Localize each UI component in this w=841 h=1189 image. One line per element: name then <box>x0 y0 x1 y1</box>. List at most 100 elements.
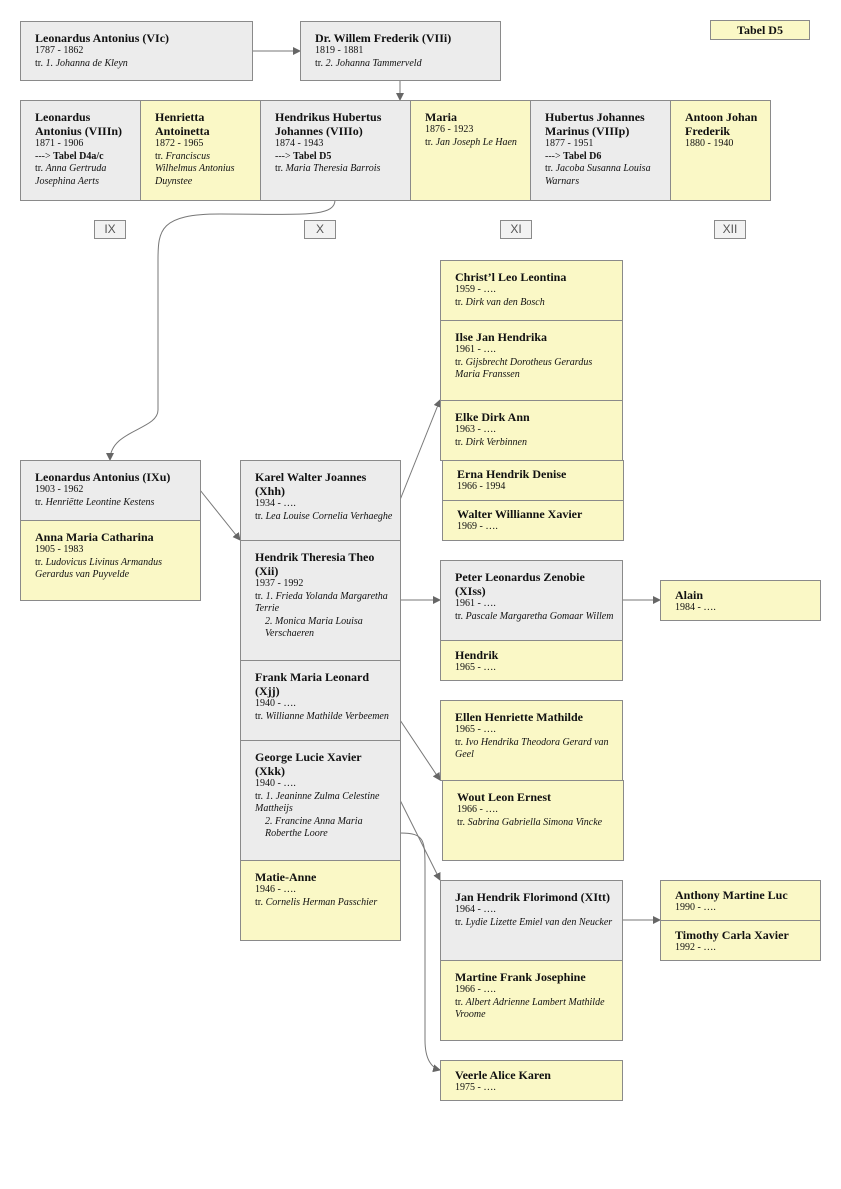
person-name: Dr. Willem Frederik (VIIi) <box>315 31 452 45</box>
spouse-name: Lea Louise Cornelia Verhaeghe <box>265 510 393 522</box>
person-name: Ellen Henriette Mathilde <box>455 710 583 724</box>
person-marriage: tr. 2. Johanna Tammerveld <box>315 57 422 69</box>
person-marriage: tr. Jan Joseph Le Haen <box>425 136 517 148</box>
person-name: Veerle Alice Karen <box>455 1068 551 1082</box>
person-box: Ellen Henriette Mathilde 1965 - …. tr. I… <box>440 700 623 781</box>
person-box: Anna Maria Catharina 1905 - 1983 tr. Lud… <box>20 520 201 601</box>
person-box: Wout Leon Ernest 1966 - …. tr. Sabrina G… <box>442 780 624 861</box>
person-name: Hubertus Johannes Marinus (VIIIp) <box>545 110 645 138</box>
connector-x3-k8 <box>399 719 441 781</box>
person-marriage: tr. Lydie Lizette Emiel van den Neucker <box>455 916 613 928</box>
person-box: Christ’l Leo Leontina 1959 - …. tr. Dirk… <box>440 260 623 321</box>
spouse-name: 1. Frieda Yolanda Margaretha Terrie <box>255 590 388 615</box>
person-name: Wout Leon Ernest <box>457 790 552 804</box>
person-box: Hendrik 1965 - …. <box>440 640 623 681</box>
spouse-name: Albert Adrienne Lambert Mathilde Vroome <box>455 996 605 1021</box>
person-box: Hubertus Johannes Marinus (VIIIp) 1877 -… <box>530 100 671 201</box>
person-marriage: tr. 1. Jeaninne Zulma Celestine Mattheij… <box>255 790 380 815</box>
person-dates: 1963 - …. <box>455 424 496 435</box>
person-box: Veerle Alice Karen 1975 - …. <box>440 1060 623 1101</box>
person-marriage: tr. Albert Adrienne Lambert Mathilde Vro… <box>455 996 605 1021</box>
person-dates: 1903 - 1962 <box>35 484 84 495</box>
person-dates: 1934 - …. <box>255 498 296 509</box>
spouse-name-second: 2. Monica Maria Louisa Verschaeren <box>265 615 363 640</box>
person-box: Elke Dirk Ann 1963 - …. tr. Dirk Verbinn… <box>440 400 623 461</box>
person-dates: 1937 - 1992 <box>255 578 304 589</box>
person-name: Hendrikus Hubertus Johannes (VIIIo) <box>275 110 382 138</box>
person-name: Antoon Johan Frederik <box>685 110 758 138</box>
spouse-name: 1. Jeaninne Zulma Celestine Mattheijs <box>255 790 380 815</box>
person-dates: 1940 - …. <box>255 778 296 789</box>
spouse-name: Anna Gertruda Josephina Aerts <box>35 163 107 187</box>
person-dates: 1965 - …. <box>455 662 496 673</box>
generation-label-xi: XI <box>500 220 532 239</box>
person-name: Matie-Anne <box>255 870 317 884</box>
spouse-name: Dirk van den Bosch <box>465 296 545 308</box>
person-dates: 1872 - 1965 <box>155 138 204 149</box>
spouse-name: Dirk Verbinnen <box>465 436 527 448</box>
person-name: Peter Leonardus Zenobie (XIss) <box>455 570 585 598</box>
person-dates: 1877 - 1951 <box>545 138 594 149</box>
person-name: Martine Frank Josephine <box>455 970 586 984</box>
person-box: Frank Maria Leonard (Xjj) 1940 - …. tr. … <box>240 660 401 741</box>
person-box: Henrietta Antoinetta 1872 - 1965 tr. Fra… <box>140 100 261 201</box>
spouse-name: Ivo Hendrika Theodora Gerard van Geel <box>455 736 609 761</box>
person-box: Anthony Martine Luc 1990 - …. <box>660 880 821 921</box>
person-marriage: tr. Henriëtte Leontine Kestens <box>35 496 155 508</box>
person-dates: 1984 - …. <box>675 602 716 613</box>
person-box: Maria 1876 - 1923 tr. Jan Joseph Le Haen <box>410 100 531 201</box>
spouse-name: Lydie Lizette Emiel van den Neucker <box>465 916 613 928</box>
person-box: Peter Leonardus Zenobie (XIss) 1961 - ….… <box>440 560 623 641</box>
person-dates: 1992 - …. <box>675 942 716 953</box>
person-name: Elke Dirk Ann <box>455 410 530 424</box>
person-name: Ilse Jan Hendrika <box>455 330 548 344</box>
spouse-name: 2. Johanna Tammerveld <box>325 57 422 69</box>
person-name: Hendrik Theresia Theo (Xii) <box>255 550 375 578</box>
person-dates: 1874 - 1943 <box>275 138 324 149</box>
person-dates: 1990 - …. <box>675 902 716 913</box>
person-name: Henrietta Antoinetta <box>155 110 210 138</box>
person-box: Alain 1984 - …. <box>660 580 821 621</box>
spouse-name: Henriëtte Leontine Kestens <box>45 496 155 508</box>
person-box: Leonardus Antonius (VIc) 1787 - 1862 tr.… <box>20 21 253 81</box>
spouse-name: Willianne Mathilde Verbeemen <box>265 710 389 722</box>
generation-label-ix: IX <box>94 220 126 239</box>
person-name: Anna Maria Catharina <box>35 530 154 544</box>
spouse-name: Ludovicus Livinus Armandus Gerardus van … <box>35 556 163 581</box>
person-dates: 1940 - …. <box>255 698 296 709</box>
person-name: Frank Maria Leonard (Xjj) <box>255 670 369 698</box>
person-dates: 1961 - …. <box>455 344 496 355</box>
connector-x1-k <box>399 399 442 501</box>
person-marriage: tr. Gijsbrecht Dorotheus Gerardus Maria … <box>455 356 593 381</box>
person-name: Leonardus Antonius (VIIIn) <box>35 110 123 138</box>
spouse-name: Cornelis Herman Passchier <box>265 896 378 908</box>
spouse-name: Sabrina Gabriella Simona Vincke <box>467 816 603 828</box>
person-name: Erna Hendrik Denise <box>457 467 567 481</box>
person-dates: 1964 - …. <box>455 904 496 915</box>
table-reference: ---> Tabel D5 <box>275 150 332 162</box>
person-marriage: tr. Lea Louise Cornelia Verhaeghe <box>255 510 393 522</box>
person-marriage: tr. Ludovicus Livinus Armandus Gerardus … <box>35 556 163 581</box>
connector-c3-g1 <box>106 199 336 461</box>
person-marriage: tr. 1. Johanna de Kleyn <box>35 57 128 69</box>
person-marriage: tr. Anna Gertruda Josephina Aerts <box>35 163 107 187</box>
person-marriage: tr. Franciscus Wilhelmus Antonius Duynst… <box>155 150 235 187</box>
person-box: Leonardus Antonius (VIIIn) 1871 - 1906 -… <box>20 100 141 201</box>
person-name: Christ’l Leo Leontina <box>455 270 567 284</box>
person-dates: 1966 - …. <box>457 804 498 815</box>
person-dates: 1969 - …. <box>457 521 498 532</box>
person-marriage: tr. 1. Frieda Yolanda Margaretha Terrie <box>255 590 388 615</box>
person-marriage: tr. Sabrina Gabriella Simona Vincke <box>457 816 603 828</box>
person-box: Hendrik Theresia Theo (Xii) 1937 - 1992 … <box>240 540 401 661</box>
person-dates: 1959 - …. <box>455 284 496 295</box>
person-dates: 1880 - 1940 <box>685 138 734 149</box>
person-name: Leonardus Antonius (IXu) <box>35 470 171 484</box>
person-marriage: tr. Willianne Mathilde Verbeemen <box>255 710 389 722</box>
table-reference: ---> Tabel D6 <box>545 150 602 162</box>
spouse-name: Jan Joseph Le Haen <box>435 136 517 148</box>
person-marriage: tr. Ivo Hendrika Theodora Gerard van Gee… <box>455 736 609 761</box>
person-box: Matie-Anne 1946 - …. tr. Cornelis Herman… <box>240 860 401 941</box>
person-box: Martine Frank Josephine 1966 - …. tr. Al… <box>440 960 623 1041</box>
generation-label-xii: XII <box>714 220 746 239</box>
person-dates: 1966 - 1994 <box>457 481 506 492</box>
